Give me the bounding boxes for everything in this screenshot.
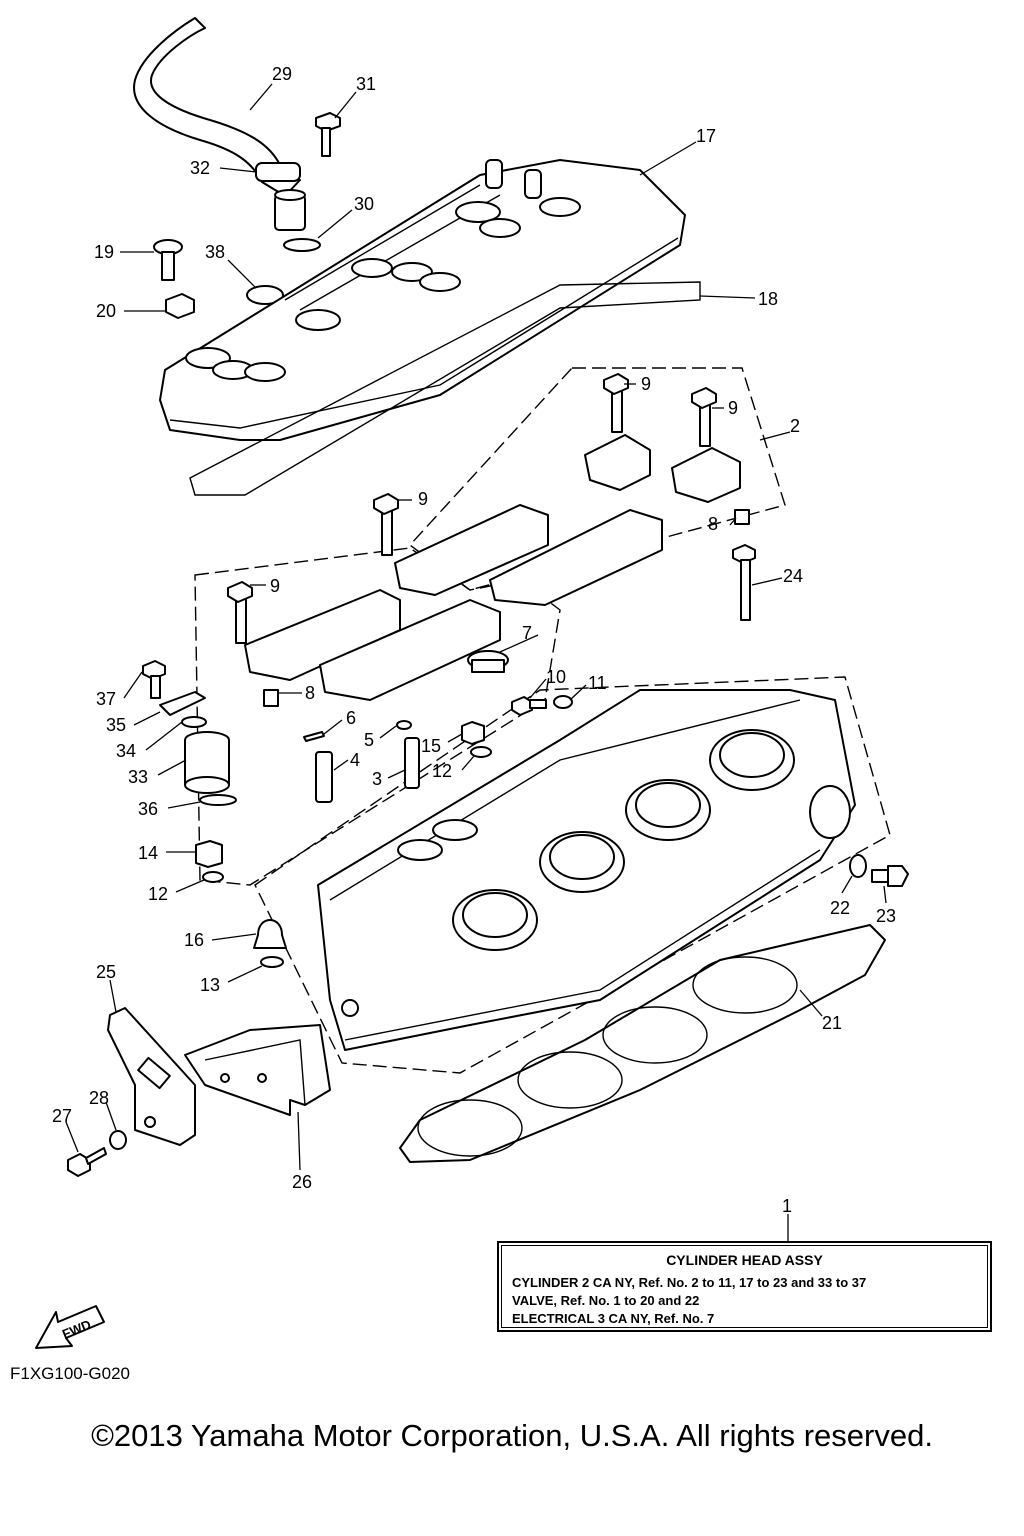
ref-label: 9: [641, 374, 651, 394]
ref-label: 38: [205, 242, 225, 262]
info-line: VALVE, Ref. No. 1 to 20 and 22: [512, 1293, 700, 1308]
ref-label: 14: [138, 843, 158, 863]
ref-label: 12: [148, 884, 168, 904]
ref-label: 7: [522, 623, 532, 643]
ref-label: 1: [782, 1196, 792, 1216]
ref-label: 4: [350, 750, 360, 770]
ref-label: 13: [200, 975, 220, 995]
info-line: CYLINDER 2 CA NY, Ref. No. 2 to 11, 17 t…: [512, 1275, 867, 1290]
nut-14: [195, 840, 223, 868]
ref-label: 21: [822, 1013, 842, 1033]
ref-label: 8: [708, 514, 718, 534]
info-title: CYLINDER HEAD ASSY: [666, 1252, 823, 1268]
leader-lines: [65, 83, 887, 1241]
ref-label: 34: [116, 741, 136, 761]
ref-label: 3: [372, 769, 382, 789]
cam-cap-long-4: [319, 599, 501, 701]
bolt-10: [511, 696, 547, 716]
bolt-19: [153, 239, 183, 281]
cylinder-head: [317, 689, 856, 1051]
bolt-24: [732, 544, 756, 621]
sensor-7: [467, 650, 509, 673]
cam-cap-small-1: [584, 373, 651, 491]
guide-4: [315, 751, 333, 803]
ref-label: 22: [830, 898, 850, 918]
ref-label: 8: [305, 683, 315, 703]
washer-12: [470, 746, 492, 758]
grommet-20: [165, 293, 195, 319]
fwd-arrow-icon: FWD: [35, 1305, 105, 1349]
washer-13: [260, 956, 284, 968]
ref-label: 32: [190, 158, 210, 178]
ref-label: 5: [364, 730, 374, 750]
ref-label: 33: [128, 767, 148, 787]
ref-label: 20: [96, 301, 116, 321]
guide-3: [404, 737, 420, 789]
ref-label: 17: [696, 126, 716, 146]
ref-label: 16: [184, 930, 204, 950]
o-ring-5: [396, 720, 412, 730]
ref-label: 19: [94, 242, 114, 262]
head-cover-gasket: [189, 281, 701, 496]
bracket-26: [184, 1024, 331, 1116]
ref-label: 6: [346, 708, 356, 728]
info-box-inner: CYLINDER HEAD ASSY CYLINDER 2 CA NY, Ref…: [501, 1245, 988, 1328]
ref-label: 26: [292, 1172, 312, 1192]
drawing-code: F1XG100-G020: [10, 1364, 131, 1383]
assembly-outline-head: [254, 676, 891, 1074]
plate-35: [159, 691, 206, 716]
ref-label: 23: [876, 906, 896, 926]
copyright-notice: ©2013 Yamaha Motor Corporation, U.S.A. A…: [91, 1418, 933, 1453]
ref-label: 15: [421, 736, 441, 756]
ref-label: 2: [790, 416, 800, 436]
plug-23: [871, 865, 909, 887]
ref-label: 24: [783, 566, 803, 586]
cap-nut-16: [253, 919, 287, 949]
cam-cap-long-1: [373, 493, 549, 596]
ref-label: 9: [728, 398, 738, 418]
cam-cap-long-2: [489, 509, 663, 606]
seal-6: [303, 731, 325, 742]
ref-label: 35: [106, 715, 126, 735]
bolt-27: [67, 1147, 107, 1177]
ref-label: 25: [96, 962, 116, 982]
breather-hose: [133, 17, 306, 231]
ref-label: 9: [270, 576, 280, 596]
bolt-31: [315, 112, 341, 157]
o-ring: [283, 238, 321, 252]
head-cover: [159, 159, 686, 441]
ref-label: 9: [418, 489, 428, 509]
info-box: CYLINDER HEAD ASSY CYLINDER 2 CA NY, Ref…: [497, 1241, 992, 1332]
nut-15: [461, 721, 485, 745]
washer-11: [553, 695, 573, 709]
ref-label: 12: [432, 761, 452, 781]
head-gasket-21: [399, 924, 886, 1163]
o-ring-36: [199, 794, 237, 806]
washer-34: [181, 716, 207, 728]
washer-22: [849, 854, 867, 878]
plug-38: [246, 285, 284, 305]
ref-label: 31: [356, 74, 376, 94]
washer-12-left: [202, 871, 224, 883]
cam-cap-small-2: [671, 387, 750, 525]
ref-label: 28: [89, 1088, 109, 1108]
info-line: ELECTRICAL 3 CA NY, Ref. No. 7: [512, 1311, 715, 1326]
ref-label: 29: [272, 64, 292, 84]
sleeve-33: [184, 731, 230, 794]
bracket-25: [107, 1007, 196, 1146]
washer-28: [109, 1130, 127, 1150]
ref-label: 18: [758, 289, 778, 309]
ref-labels: 29 31 17 32 30 19 38 18 20 9 9 2 9 8 9 2…: [52, 64, 896, 1216]
assembly-outline-upper: [408, 367, 786, 591]
ref-label: 11: [588, 673, 607, 693]
ref-label: 10: [546, 667, 566, 687]
ref-label: 27: [52, 1106, 72, 1126]
ref-label: 36: [138, 799, 158, 819]
bolt-37: [142, 660, 166, 699]
ref-label: 37: [96, 689, 116, 709]
ref-label: 30: [354, 194, 374, 214]
